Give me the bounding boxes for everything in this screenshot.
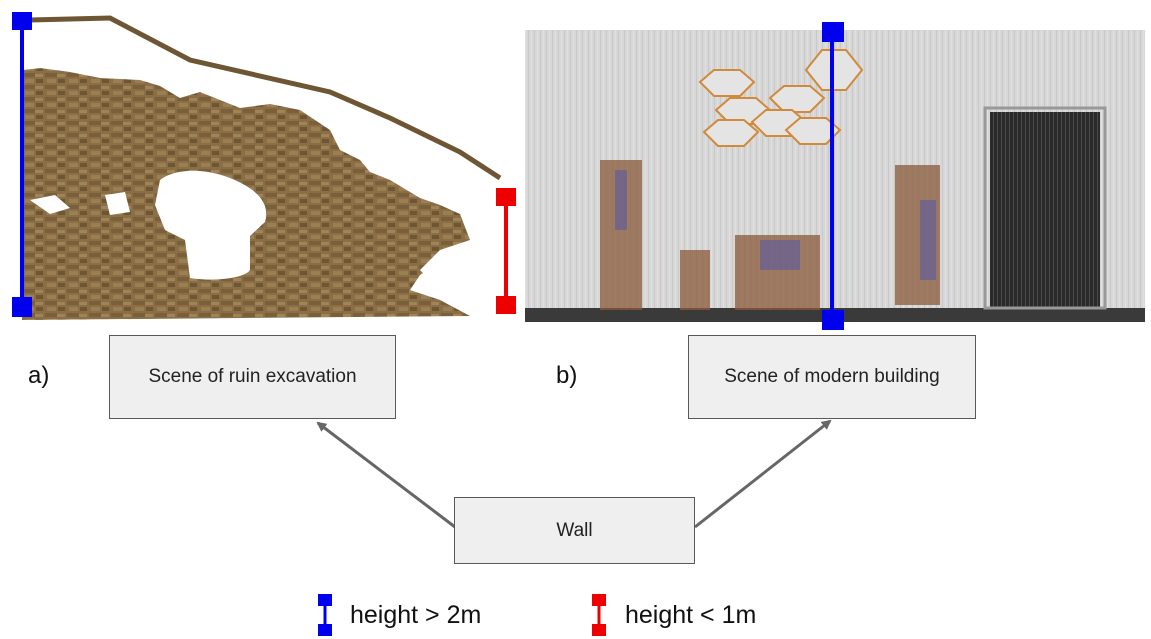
wall-box: Wall xyxy=(454,497,695,564)
panel-a-label: a) xyxy=(28,362,50,389)
legend-red-label: height < 1m xyxy=(625,601,757,629)
blue-height-marker-b xyxy=(822,22,844,330)
legend-blue-label: height > 2m xyxy=(350,601,482,629)
red-height-marker-a xyxy=(496,188,516,314)
blue-height-marker-a xyxy=(12,12,32,317)
ruin-scene-box: Scene of ruin excavation xyxy=(109,335,396,419)
modern-scene-box: Scene of modern building xyxy=(688,335,976,419)
legend-red-icon xyxy=(592,594,606,636)
modern-wall-image xyxy=(525,30,1145,322)
ruin-wall-image xyxy=(22,14,502,320)
legend-blue-icon xyxy=(318,594,332,636)
arrow-to-ruin-scene xyxy=(316,421,456,529)
arrow-to-modern-scene xyxy=(694,419,832,529)
ruin-scene-caption: Scene of ruin excavation xyxy=(148,366,357,387)
panel-b-label: b) xyxy=(556,362,578,389)
wall-label: Wall xyxy=(556,519,593,541)
modern-scene-caption: Scene of modern building xyxy=(724,366,940,387)
